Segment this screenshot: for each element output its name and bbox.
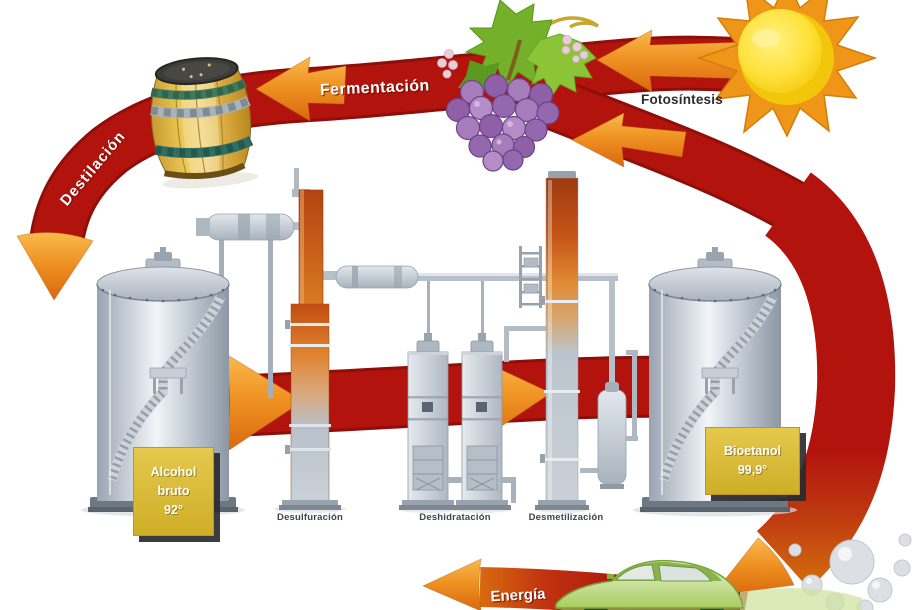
flow-arrows — [16, 29, 795, 610]
condenser-vessel-upper — [335, 265, 419, 289]
bioethanol-tag-line1: Bioetanol — [724, 444, 781, 459]
arrow-distillation-down — [16, 232, 94, 301]
ribbon-right-arc — [756, 172, 896, 589]
car-icon — [555, 559, 862, 610]
photosynthesis-label: Fotosíntesis — [641, 92, 723, 107]
demethylization-caption: Desmetilización — [528, 512, 604, 523]
demethylization-column — [519, 171, 627, 513]
dehydration-columns — [398, 332, 516, 513]
alcohol-tag-line1: Alcohol — [150, 465, 197, 480]
grapes-icon — [437, 0, 600, 172]
arrow-to-car — [711, 537, 795, 597]
bioethanol-tag: Bioetanol 99,9° — [705, 427, 800, 495]
grape-berries — [445, 73, 560, 172]
barrel-icon — [150, 57, 259, 189]
dehydration-caption: Deshidratación — [419, 512, 491, 523]
desulfurization-caption: Desulfuración — [277, 512, 343, 523]
sun-icon — [696, 0, 878, 138]
bioethanol-tag-line2: 99,9° — [737, 463, 768, 477]
alcohol-tag-line3: 92° — [164, 502, 183, 517]
alcohol-tag-line2: bruto — [157, 484, 190, 499]
arrow-energy-left — [422, 558, 482, 610]
desulfurization-column — [274, 189, 346, 513]
arrow-sun-lower — [571, 112, 687, 168]
alcohol-bruto-tag: Alcohol bruto 92° — [133, 447, 214, 536]
arrow-to-barrel — [255, 56, 347, 122]
grape-flowers — [437, 35, 589, 79]
